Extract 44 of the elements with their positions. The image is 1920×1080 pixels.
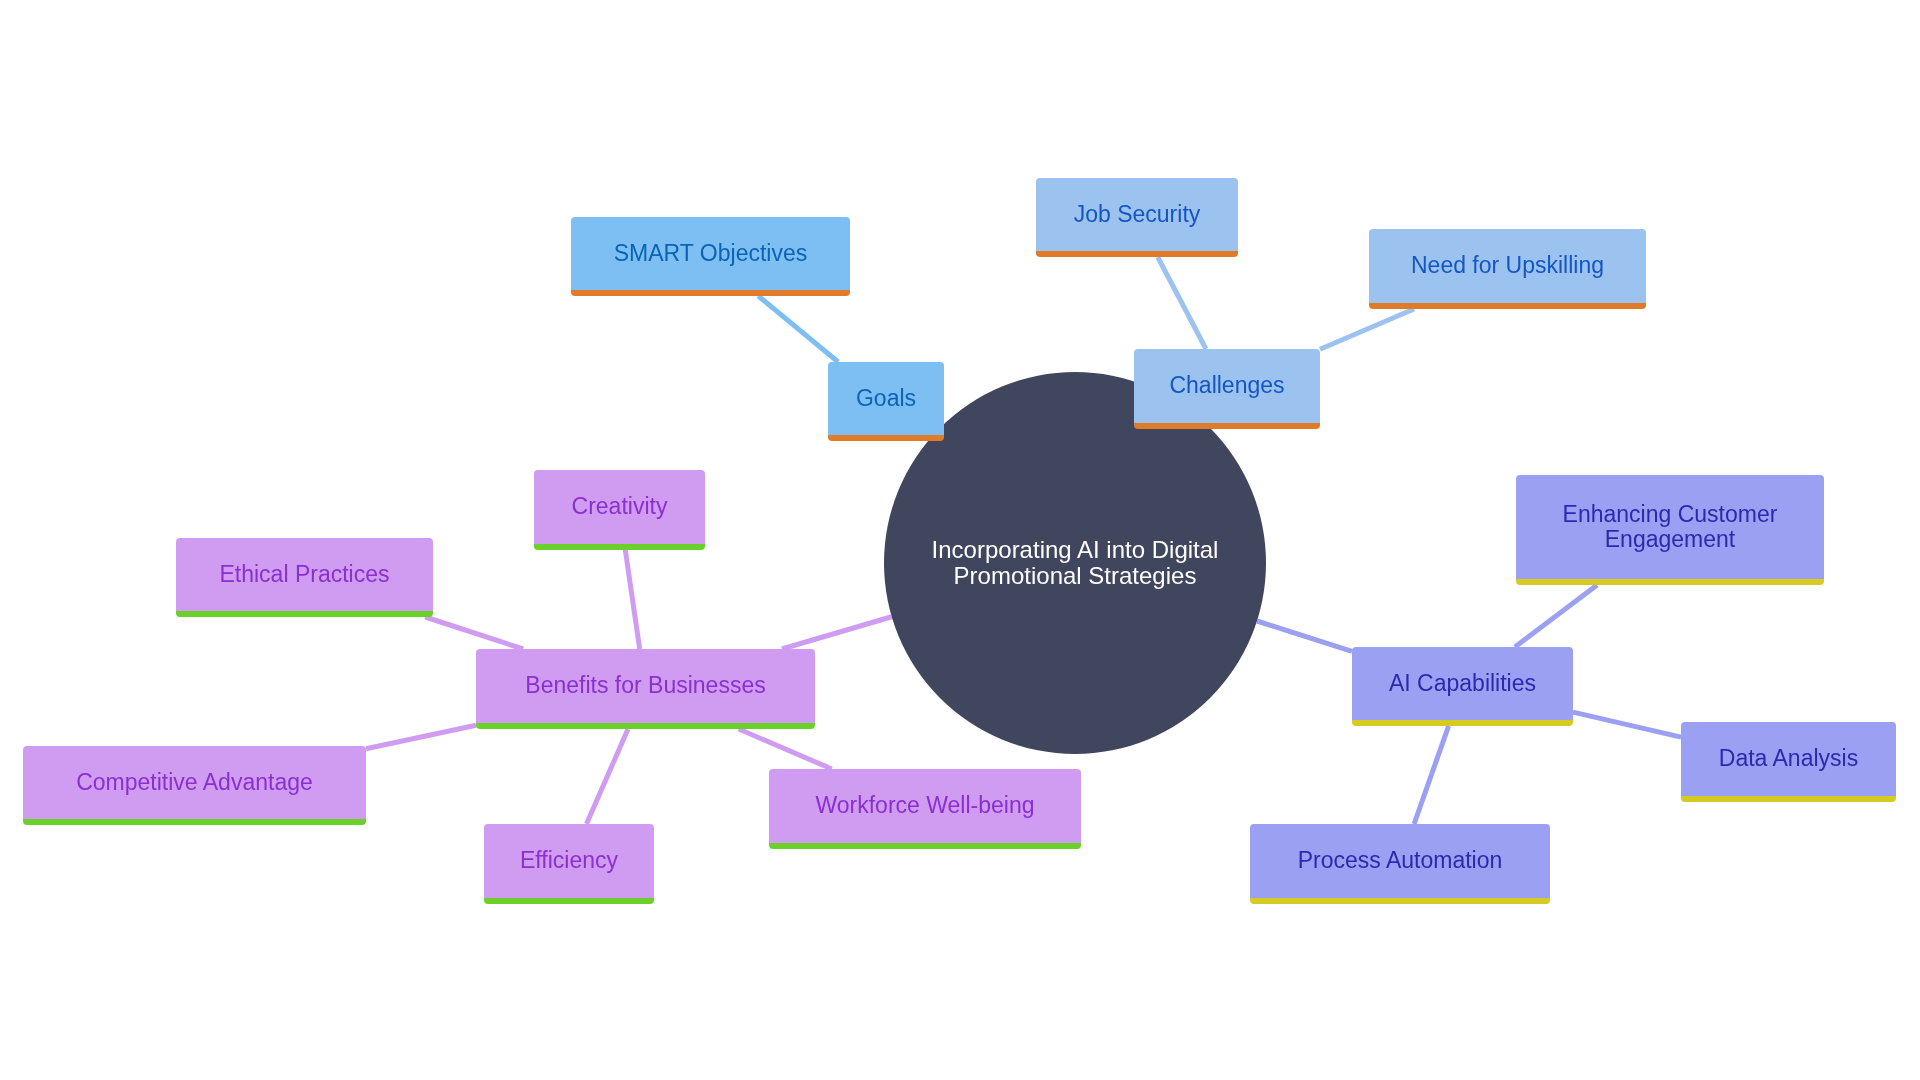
topic-label: AI Capabilities	[1389, 670, 1536, 697]
topic-label: Efficiency	[520, 848, 618, 874]
connector-line	[365, 722, 477, 752]
topic-box	[23, 746, 366, 825]
topic-box	[828, 362, 944, 441]
connector-line	[584, 728, 631, 825]
topic-box	[1369, 229, 1646, 309]
connector-line	[424, 614, 524, 652]
topic-box	[1036, 178, 1238, 257]
topic-label: Process Automation	[1297, 848, 1503, 874]
topic-box	[1352, 647, 1573, 726]
topic-label: Enhancing Customer Engagement	[1561, 501, 1779, 553]
topic-box	[571, 217, 850, 296]
topic-label: Ethical Practices	[219, 561, 390, 588]
topic-box	[534, 470, 705, 550]
topic-box	[1250, 824, 1550, 904]
connector-line	[1572, 709, 1682, 740]
topic-box	[476, 649, 815, 729]
topic-label: Creativity	[571, 494, 668, 520]
topic-label: Challenges	[1169, 373, 1285, 399]
topic-box	[1681, 722, 1896, 802]
topic-box	[1516, 475, 1824, 585]
connector-line	[756, 294, 840, 364]
topic-label: Benefits for Businesses	[525, 673, 766, 699]
topic-label: Job Security	[1073, 201, 1201, 228]
topic-label: Incorporating AI into Digital Promotional Strategies	[930, 536, 1220, 590]
topic-box	[176, 538, 433, 617]
topic-box	[1134, 349, 1320, 429]
connector-line	[622, 549, 643, 650]
topic-label: SMART Objectives	[613, 240, 808, 267]
topic-label: Goals	[855, 385, 917, 412]
connector-line	[1411, 725, 1451, 825]
topic-box	[484, 824, 654, 904]
connector-line	[1256, 618, 1353, 654]
topic-box	[769, 769, 1081, 849]
topic-label: Workforce Well-being	[815, 793, 1035, 819]
connector-line	[1319, 306, 1415, 352]
connector-line	[1513, 583, 1599, 649]
connector-line	[781, 614, 893, 652]
topic-label: Need for Upskilling	[1411, 253, 1604, 279]
connector-line	[737, 726, 833, 772]
topic-label: Competitive Advantage	[76, 769, 313, 796]
connector-line	[1155, 255, 1209, 351]
topic-label: Data Analysis	[1718, 746, 1859, 772]
